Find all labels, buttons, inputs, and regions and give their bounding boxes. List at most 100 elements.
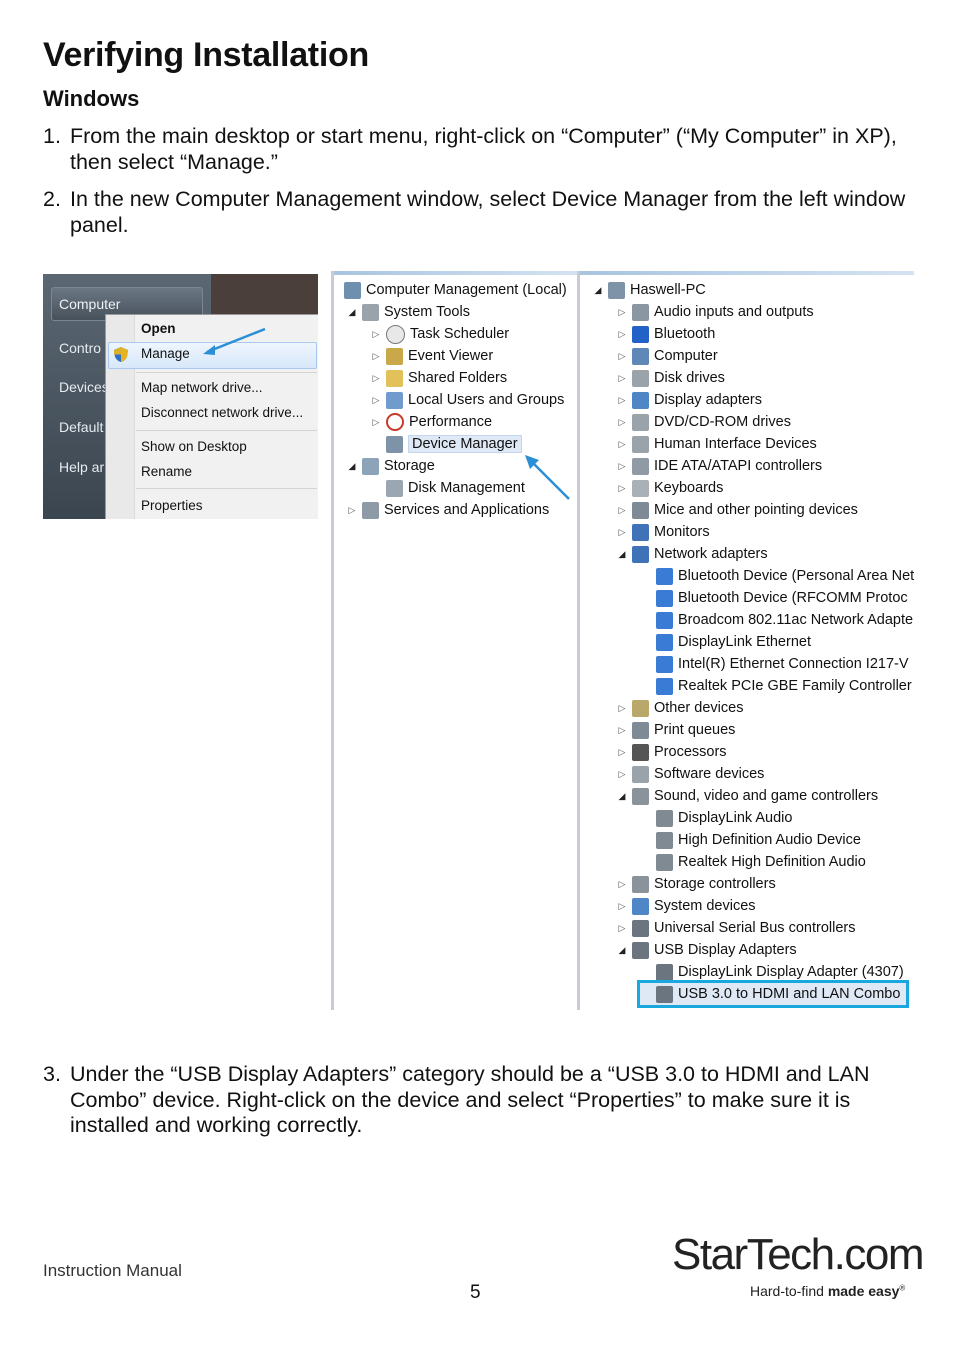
side-item[interactable]: Help ar bbox=[59, 459, 105, 475]
device-tree-item[interactable]: ▷Storage controllers bbox=[616, 873, 776, 895]
collapse-icon[interactable]: ◢ bbox=[618, 790, 626, 801]
expand-icon[interactable]: ▷ bbox=[348, 504, 356, 515]
menu-item-show-desktop[interactable]: Show on Desktop bbox=[141, 439, 247, 454]
tree-item-system-tools[interactable]: ◢System Tools bbox=[346, 301, 470, 323]
device-tree-item[interactable]: ▷Audio inputs and outputs bbox=[616, 301, 814, 323]
tree-item-performance[interactable]: ▷Performance bbox=[370, 411, 492, 433]
expand-icon[interactable]: ▷ bbox=[618, 438, 626, 449]
tree-label: DisplayLink Display Adapter (4307) bbox=[678, 964, 904, 980]
device-tree-item[interactable]: ▷Processors bbox=[616, 741, 727, 763]
menu-item-disconnect-drive[interactable]: Disconnect network drive... bbox=[141, 405, 304, 420]
expand-icon[interactable]: ▷ bbox=[618, 394, 626, 405]
expand-icon[interactable]: ▷ bbox=[618, 350, 626, 361]
device-tree-item[interactable]: ▷Human Interface Devices bbox=[616, 433, 817, 455]
expand-icon[interactable]: ▷ bbox=[618, 746, 626, 757]
tree-label: Haswell-PC bbox=[630, 282, 706, 298]
device-tree-item[interactable]: Bluetooth Device (Personal Area Net bbox=[640, 565, 914, 587]
device-tree-item[interactable]: ▷Software devices bbox=[616, 763, 764, 785]
computer-icon bbox=[608, 281, 625, 299]
expand-icon[interactable]: ▷ bbox=[618, 460, 626, 471]
expand-icon[interactable]: ▷ bbox=[618, 504, 626, 515]
device-tree-item[interactable]: High Definition Audio Device bbox=[640, 829, 861, 851]
expand-icon[interactable]: ▷ bbox=[618, 702, 626, 713]
step-number: 2. bbox=[43, 187, 61, 211]
expand-icon[interactable]: ▷ bbox=[618, 878, 626, 889]
usb-icon bbox=[656, 963, 673, 981]
expand-icon[interactable]: ▷ bbox=[618, 328, 626, 339]
device-tree-item[interactable]: ▷Bluetooth bbox=[616, 323, 715, 345]
tree-item-shared-folders[interactable]: ▷Shared Folders bbox=[370, 367, 507, 389]
device-tree-item-usb-hdmi-lan-combo[interactable]: USB 3.0 to HDMI and LAN Combo bbox=[636, 980, 910, 1008]
expand-icon[interactable]: ▷ bbox=[618, 900, 626, 911]
menu-item-properties[interactable]: Properties bbox=[141, 498, 203, 513]
device-tree-item[interactable]: ▷DVD/CD-ROM drives bbox=[616, 411, 791, 433]
device-tree-item[interactable]: Realtek High Definition Audio bbox=[640, 851, 866, 873]
menu-item-map-drive[interactable]: Map network drive... bbox=[141, 380, 263, 395]
expand-icon[interactable]: ▷ bbox=[372, 372, 380, 383]
menu-item-manage[interactable]: Manage bbox=[141, 346, 190, 361]
device-tree-item[interactable]: Realtek PCIe GBE Family Controller bbox=[640, 675, 912, 697]
device-tree-item[interactable]: DisplayLink Display Adapter (4307) bbox=[640, 961, 904, 983]
tree-item-local-users[interactable]: ▷Local Users and Groups bbox=[370, 389, 564, 411]
menu-item-rename[interactable]: Rename bbox=[141, 464, 193, 479]
expand-icon[interactable]: ▷ bbox=[618, 922, 626, 933]
device-tree-item[interactable]: ▷Print queues bbox=[616, 719, 735, 741]
device-tree-item[interactable]: ▷System devices bbox=[616, 895, 756, 917]
device-tree-item[interactable]: DisplayLink Ethernet bbox=[640, 631, 811, 653]
expand-icon[interactable]: ▷ bbox=[618, 482, 626, 493]
tree-item-storage[interactable]: ◢Storage bbox=[346, 455, 435, 477]
device-tree-item[interactable]: DisplayLink Audio bbox=[640, 807, 792, 829]
device-tree-item[interactable]: ◢ Network adapters bbox=[616, 543, 768, 565]
expand-icon[interactable]: ▷ bbox=[372, 394, 380, 405]
device-tree-item[interactable]: ▷ Display adapters bbox=[616, 389, 762, 411]
device-tree-item[interactable]: ▷Monitors bbox=[616, 521, 710, 543]
side-item[interactable]: Default bbox=[59, 419, 104, 435]
device-tree-item[interactable]: ▷Keyboards bbox=[616, 477, 723, 499]
expand-icon[interactable]: ▷ bbox=[372, 350, 380, 361]
device-tree-item[interactable]: ▷ IDE ATA/ATAPI controllers bbox=[616, 455, 822, 477]
arrow-icon bbox=[203, 327, 266, 355]
tree-item-disk-management[interactable]: Disk Management bbox=[382, 477, 525, 499]
device-tree-item[interactable]: ▷Universal Serial Bus controllers bbox=[616, 917, 855, 939]
collapse-icon[interactable]: ◢ bbox=[594, 284, 602, 295]
tree-item-computer-management[interactable]: Computer Management (Local) bbox=[340, 279, 567, 301]
expand-icon[interactable]: ▷ bbox=[618, 306, 626, 317]
expand-icon[interactable]: ▷ bbox=[618, 724, 626, 735]
side-item[interactable]: Devices bbox=[59, 379, 109, 395]
network-icon bbox=[656, 655, 673, 673]
expand-icon[interactable]: ▷ bbox=[618, 372, 626, 383]
device-tree-item[interactable]: Bluetooth Device (RFCOMM Protoc bbox=[640, 587, 908, 609]
device-tree-item[interactable]: Intel(R) Ethernet Connection I217-V bbox=[640, 653, 909, 675]
expand-icon[interactable]: ▷ bbox=[618, 768, 626, 779]
tree-label: Network adapters bbox=[654, 546, 768, 562]
menu-divider bbox=[136, 372, 317, 373]
device-tree-item[interactable]: ▷Other devices bbox=[616, 697, 743, 719]
collapse-icon[interactable]: ◢ bbox=[618, 548, 626, 559]
tree-label: Services and Applications bbox=[384, 502, 550, 518]
tree-item-device-manager[interactable]: Device Manager bbox=[382, 433, 522, 455]
tree-label: Display adapters bbox=[654, 392, 762, 408]
device-tree-item[interactable]: Broadcom 802.11ac Network Adapte bbox=[640, 609, 913, 631]
device-tree-item[interactable]: ▷Disk drives bbox=[616, 367, 725, 389]
device-tree-item[interactable]: ◢Sound, video and game controllers bbox=[616, 785, 878, 807]
printer-icon bbox=[632, 721, 649, 739]
tree-item-services-applications[interactable]: ▷ Services and Applications bbox=[346, 499, 549, 521]
menu-item-open[interactable]: Open bbox=[141, 321, 176, 336]
collapse-icon[interactable]: ◢ bbox=[618, 944, 626, 955]
expand-icon[interactable]: ▷ bbox=[372, 328, 380, 339]
services-icon bbox=[362, 501, 379, 519]
collapse-icon[interactable]: ◢ bbox=[348, 460, 356, 471]
tree-item-task-scheduler[interactable]: ▷Task Scheduler bbox=[370, 323, 509, 345]
device-tree-item[interactable]: ▷Computer bbox=[616, 345, 718, 367]
device-tree-item[interactable]: ▷Mice and other pointing devices bbox=[616, 499, 858, 521]
expand-icon[interactable]: ▷ bbox=[618, 416, 626, 427]
expand-icon[interactable]: ▷ bbox=[372, 416, 380, 427]
tree-label: IDE ATA/ATAPI controllers bbox=[654, 458, 823, 474]
device-tree-item[interactable]: ◢ Haswell-PC bbox=[592, 279, 706, 301]
expand-icon[interactable]: ▷ bbox=[618, 526, 626, 537]
device-tree-item[interactable]: ◢USB Display Adapters bbox=[616, 939, 797, 961]
collapse-icon[interactable]: ◢ bbox=[348, 306, 356, 317]
side-item[interactable]: Contro bbox=[59, 340, 102, 356]
tree-item-event-viewer[interactable]: ▷Event Viewer bbox=[370, 345, 493, 367]
tree-label: Realtek High Definition Audio bbox=[678, 854, 866, 870]
